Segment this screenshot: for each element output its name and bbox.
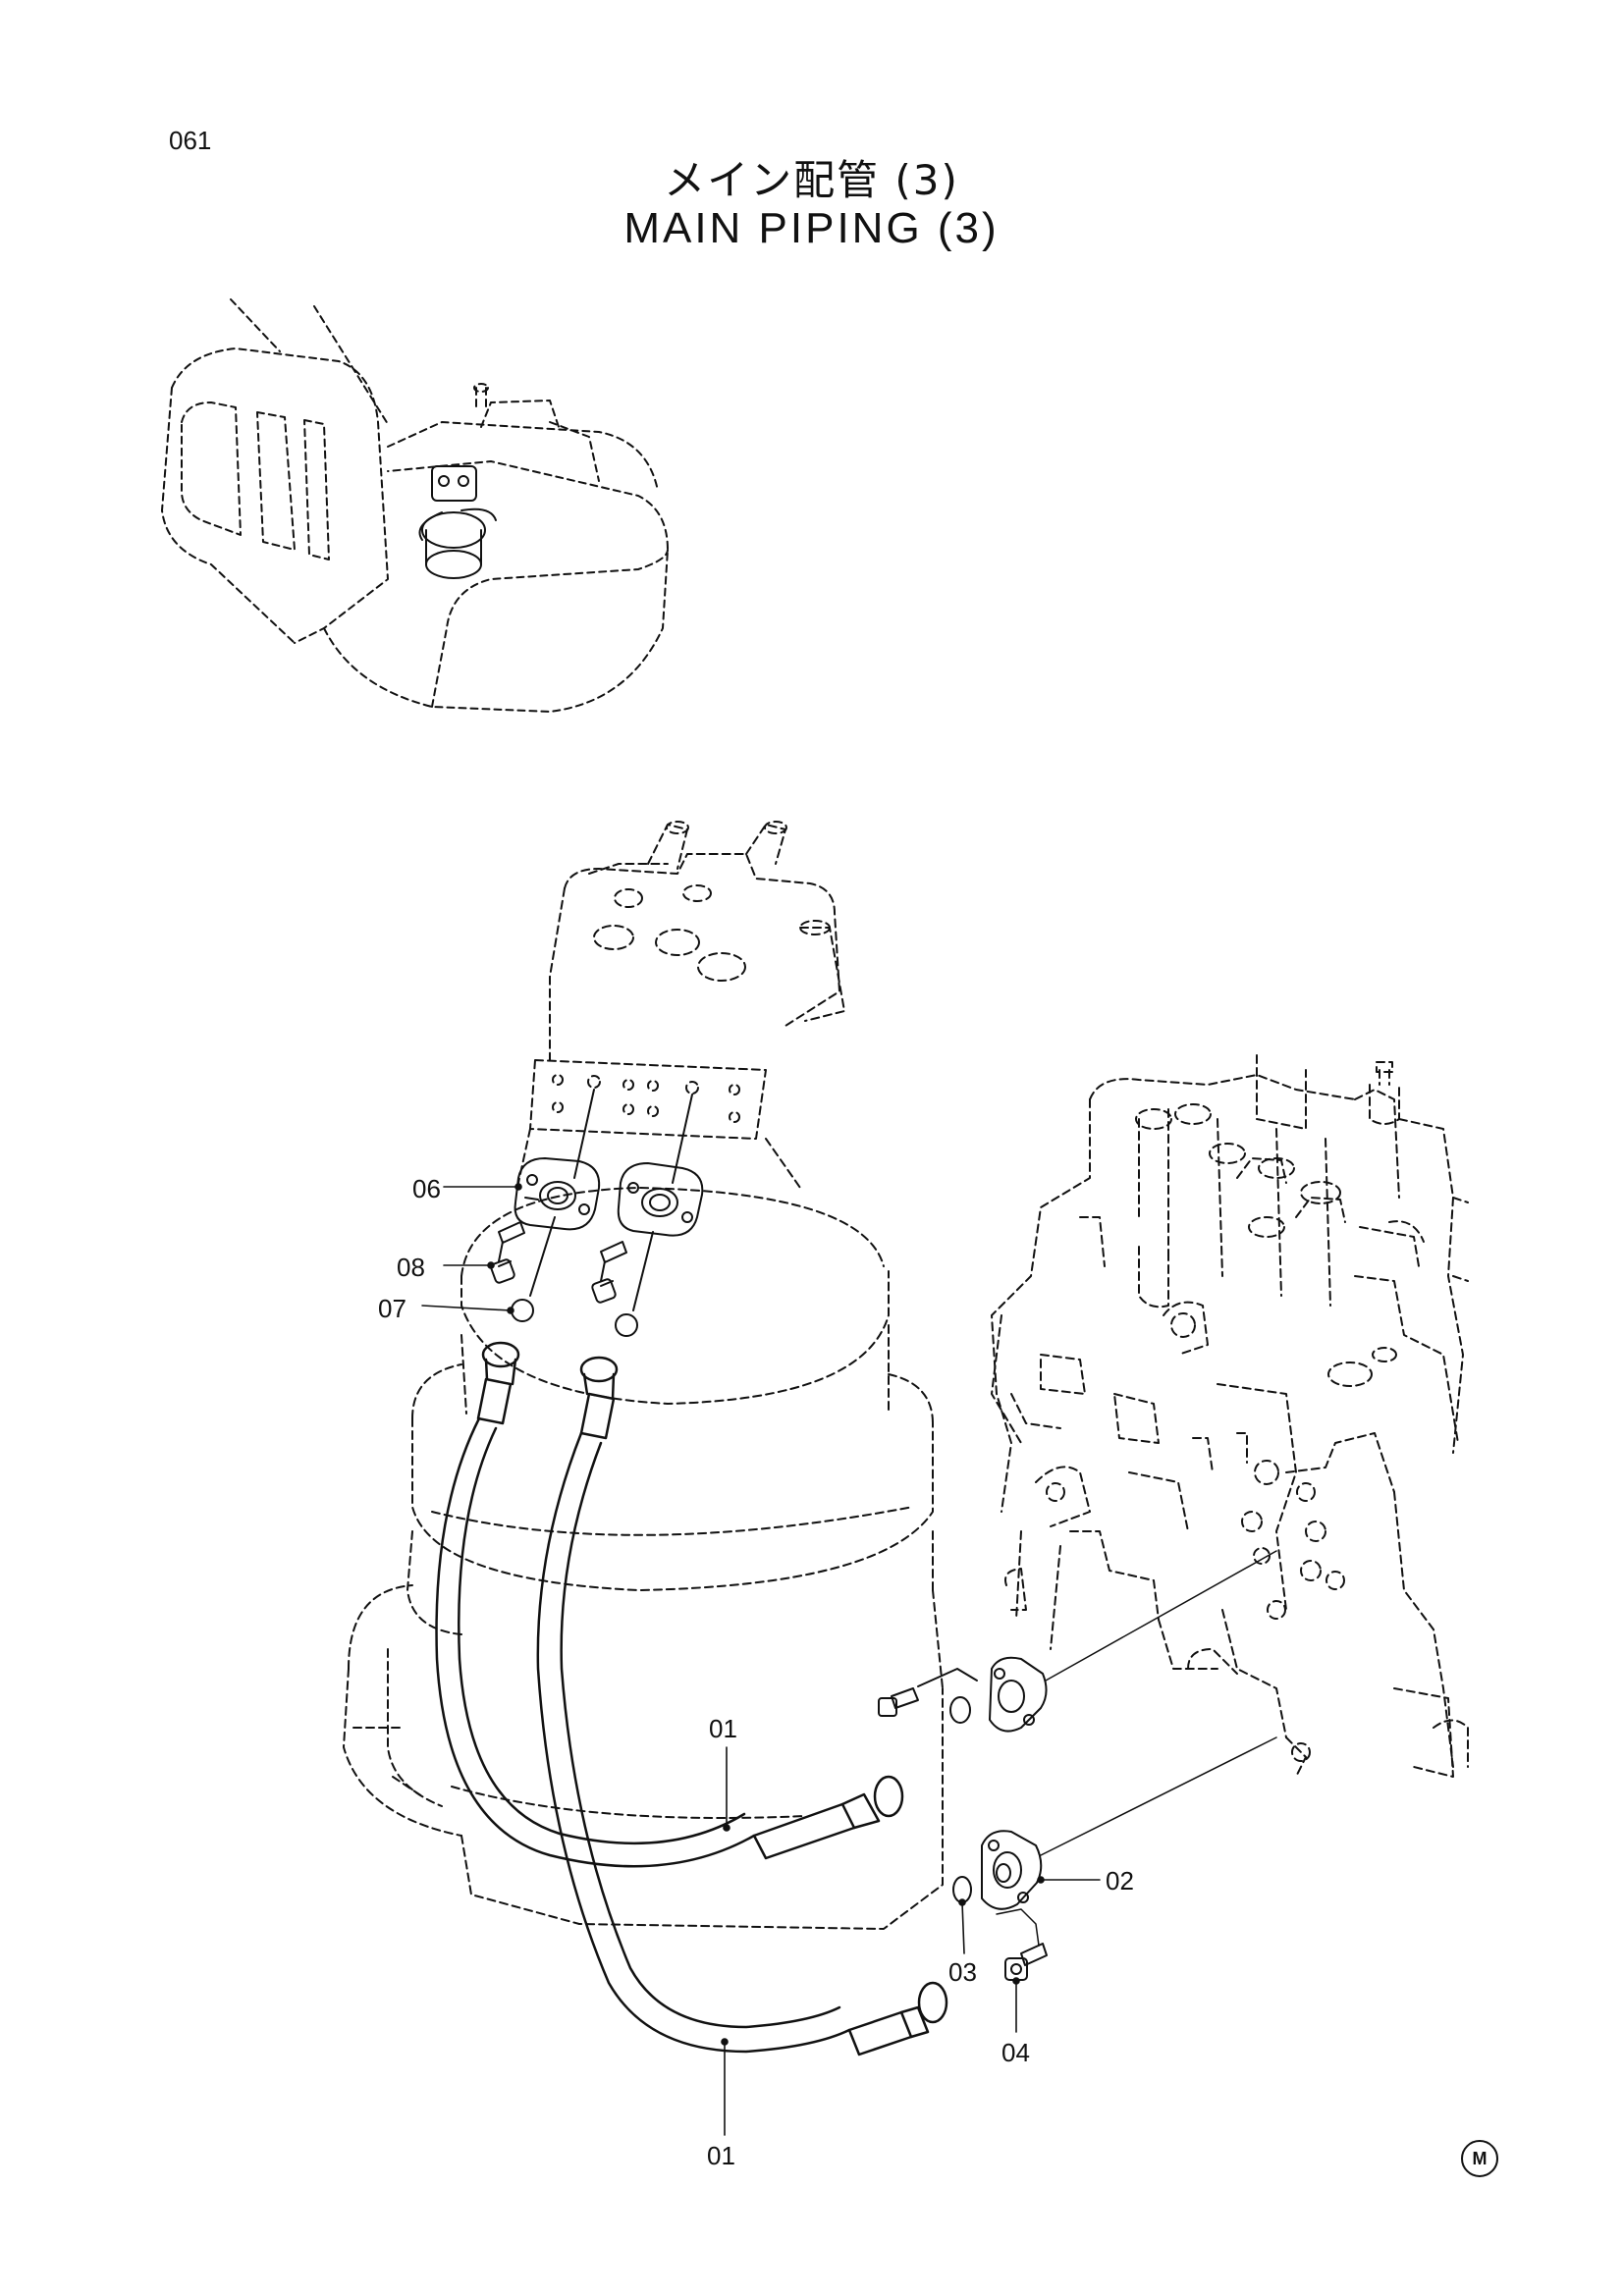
hose-assemblies: [435, 1341, 948, 2056]
leader-lines: [421, 1183, 1101, 2136]
callout-03: 03: [948, 1957, 977, 1987]
corner-mark: M: [1461, 2140, 1498, 2177]
callout-08: 08: [397, 1253, 425, 1282]
callout-01-lower: 01: [707, 2141, 735, 2170]
callout-06: 06: [412, 1174, 441, 1203]
page-number: 061: [169, 126, 212, 155]
fittings: [490, 1089, 1277, 1981]
title-english: MAIN PIPING (3): [623, 204, 1000, 252]
excavator-overview: [161, 298, 669, 713]
callout-01-upper: 01: [709, 1714, 737, 1743]
swing-motor-outline: [343, 821, 944, 1930]
callout-07: 07: [378, 1294, 406, 1323]
control-valve-outline: [991, 1054, 1469, 1778]
title-japanese: メイン配管 (3): [664, 156, 959, 204]
callout-02: 02: [1106, 1866, 1134, 1896]
callout-04: 04: [1001, 2038, 1030, 2067]
overview-swing-motor: [418, 465, 497, 579]
